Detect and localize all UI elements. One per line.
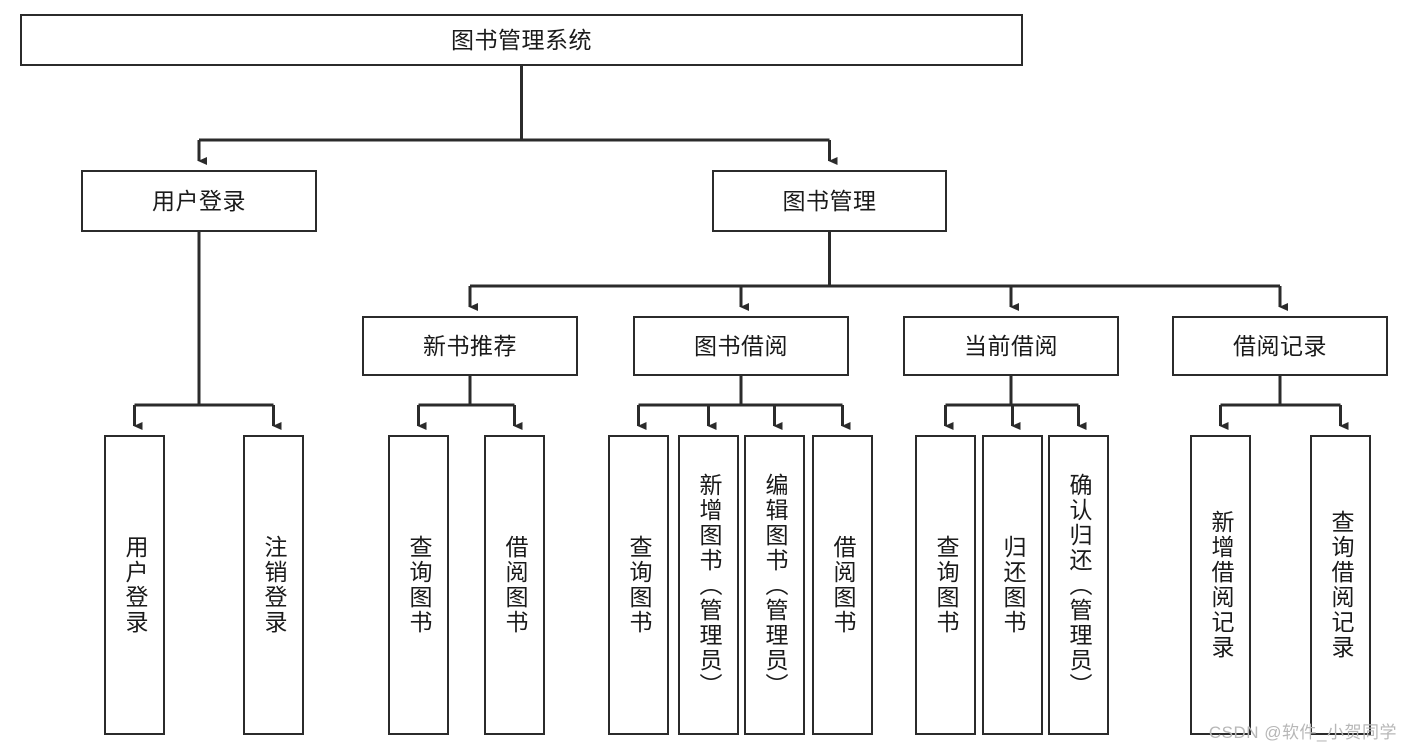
node-leaf-addrec[interactable]: 新增借阅记录 [1190,435,1251,735]
node-leaf-q1[interactable]: 查询图书 [388,435,449,735]
node-leaf-return[interactable]: 归还图书 [982,435,1043,735]
node-leaf-b1[interactable]: 借阅图书 [484,435,545,735]
node-label-leaf-b1: 借阅图书 [502,535,528,635]
node-label-leaf-q3: 查询图书 [933,535,959,635]
node-leaf-q2[interactable]: 查询图书 [608,435,669,735]
node-current[interactable]: 当前借阅 [903,316,1119,376]
node-borrow[interactable]: 图书借阅 [633,316,849,376]
node-label-leaf-q1: 查询图书 [406,535,432,635]
node-bookmgmt[interactable]: 图书管理 [712,170,947,232]
node-label-leaf-confirm: 确认归还（管理员） [1066,472,1092,698]
node-leaf-logout[interactable]: 注销登录 [243,435,304,735]
node-label-newbook: 新书推荐 [423,332,517,359]
node-leaf-qrec[interactable]: 查询借阅记录 [1310,435,1371,735]
watermark: CSDN @软件_小贺同学 [1208,723,1397,742]
node-label-records: 借阅记录 [1233,332,1327,359]
tree-edges [133,66,1349,430]
node-leaf-q3[interactable]: 查询图书 [915,435,976,735]
node-label-root: 图书管理系统 [451,26,592,53]
node-label-leaf-logout: 注销登录 [261,535,287,635]
node-label-leaf-edit: 编辑图书（管理员） [762,472,788,698]
node-label-login: 用户登录 [152,187,246,214]
node-root[interactable]: 图书管理系统 [20,14,1023,66]
node-label-leaf-qrec: 查询借阅记录 [1328,510,1354,660]
node-label-leaf-q2: 查询图书 [626,535,652,635]
node-leaf-confirm[interactable]: 确认归还（管理员） [1048,435,1109,735]
node-newbook[interactable]: 新书推荐 [362,316,578,376]
node-leaf-add[interactable]: 新增图书（管理员） [678,435,739,735]
node-label-leaf-add: 新增图书（管理员） [696,472,722,698]
node-login[interactable]: 用户登录 [81,170,317,232]
node-label-leaf-addrec: 新增借阅记录 [1208,510,1234,660]
node-label-bookmgmt: 图书管理 [782,187,877,214]
node-leaf-login[interactable]: 用户登录 [104,435,165,735]
node-label-leaf-b2: 借阅图书 [830,535,856,635]
node-leaf-edit[interactable]: 编辑图书（管理员） [744,435,805,735]
node-label-leaf-login: 用户登录 [122,535,148,635]
node-label-borrow: 图书借阅 [694,332,788,359]
node-label-current: 当前借阅 [964,332,1058,359]
node-leaf-b2[interactable]: 借阅图书 [812,435,873,735]
node-label-leaf-return: 归还图书 [1000,535,1026,635]
node-records[interactable]: 借阅记录 [1172,316,1388,376]
